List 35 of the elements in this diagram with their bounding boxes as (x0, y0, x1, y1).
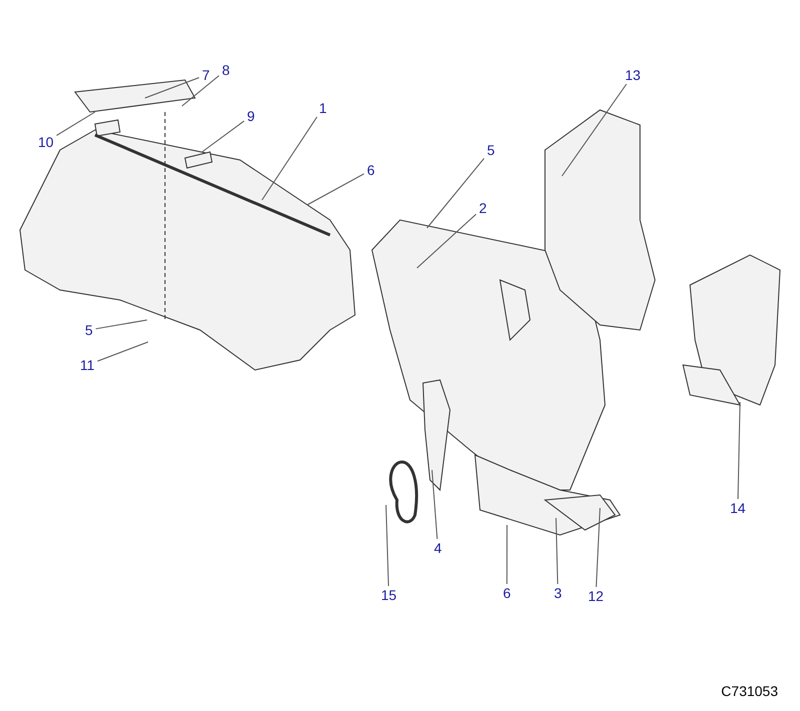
leader-line (95, 320, 148, 330)
leader-line (506, 524, 508, 584)
callout-number: 10 (36, 134, 56, 150)
leader-line (416, 214, 476, 268)
callout-number: 6 (365, 162, 377, 178)
callout-number: 13 (623, 67, 643, 83)
leader-line (562, 84, 627, 176)
callout-number: 2 (477, 200, 489, 216)
leader-line (56, 112, 96, 136)
leader-line (737, 402, 740, 500)
callout-number: 8 (220, 62, 232, 78)
callout-number: 11 (78, 357, 97, 373)
callout-number: 1 (317, 100, 329, 116)
callout-number: 4 (432, 540, 444, 556)
callout-number: 6 (501, 585, 513, 601)
callout-number: 7 (200, 67, 212, 83)
leader-line (596, 508, 600, 588)
leader-line (432, 470, 438, 540)
leader-line (97, 342, 148, 362)
callout-number: 15 (379, 587, 399, 603)
callout-number: 5 (83, 322, 95, 338)
leader-line (556, 518, 558, 584)
leader-line (202, 120, 244, 152)
callout-number: 5 (485, 142, 497, 158)
leader-line (182, 75, 220, 106)
callout-number: 9 (245, 108, 257, 124)
leader-line (386, 504, 389, 586)
drawing-number: C731053 (721, 683, 778, 699)
leader-line (144, 77, 200, 98)
leader-line (426, 158, 484, 228)
leader-line (262, 116, 318, 200)
callout-number: 14 (728, 500, 748, 516)
callout-number: 12 (586, 588, 606, 604)
callout-number: 3 (552, 585, 564, 601)
leader-line (306, 173, 364, 206)
